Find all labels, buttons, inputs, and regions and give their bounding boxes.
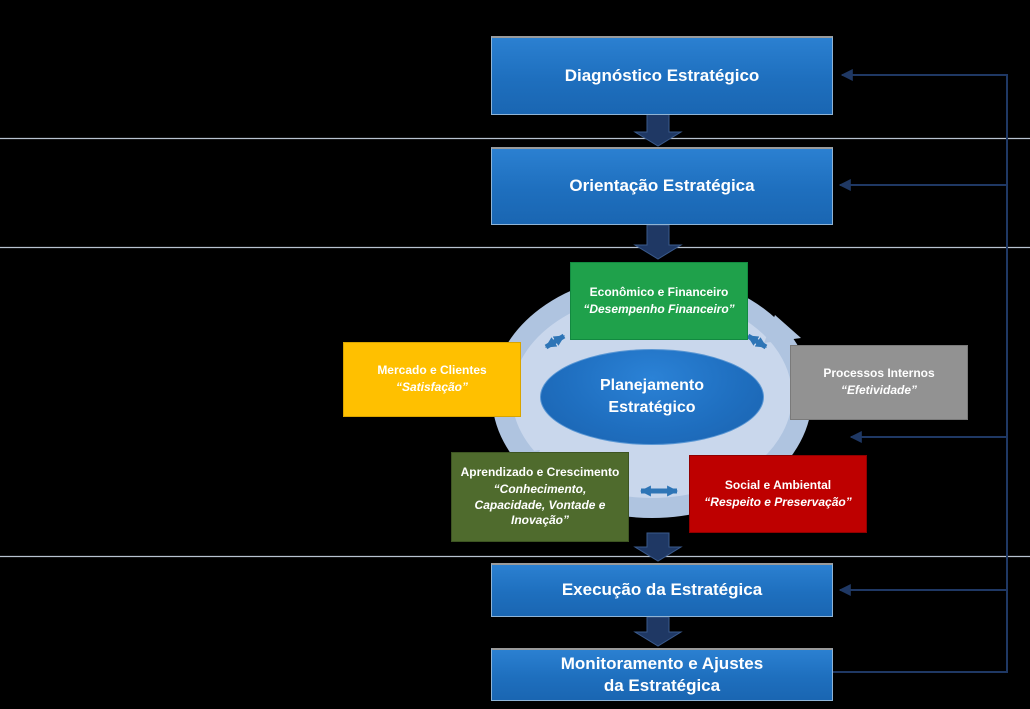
section-divider-lines: [0, 137, 1030, 558]
perspective-title: Aprendizado e Crescimento: [460, 465, 620, 480]
orientacao-label: Orientação Estratégica: [569, 176, 755, 196]
down-arrow-icon: [633, 616, 683, 647]
perspective-quote: “Desempenho Financeiro”: [583, 301, 735, 316]
monitoramento-ajustes-box: Monitoramento e Ajustes da Estratégica: [491, 648, 833, 701]
center-label-line1: Planejamento: [599, 377, 705, 395]
center-label-line2: Estratégico: [608, 399, 696, 416]
perspective-processos-internos-box: Processos Internos “Efetividade”: [790, 345, 968, 420]
diagnostico-label: Diagnóstico Estratégico: [564, 65, 760, 85]
down-arrow-icon: [633, 224, 683, 260]
perspective-title: Processos Internos: [823, 366, 935, 381]
perspective-quote: “Conhecimento, Capacidade, Vontade e Ino…: [474, 482, 606, 528]
perspective-quote: “Respeito e Preservação”: [704, 494, 852, 509]
perspective-title: Mercado e Clientes: [377, 363, 487, 378]
perspective-economico-financeiro-box: Econômico e Financeiro “Desempenho Finan…: [570, 262, 748, 340]
monitoramento-label-line1: Monitoramento e Ajustes: [560, 653, 764, 673]
execucao-estrategica-box: Execução da Estratégica: [491, 563, 833, 617]
perspective-social-ambiental-box: Social e Ambiental “Respeito e Preservaç…: [689, 455, 867, 533]
perspective-title: Social e Ambiental: [724, 477, 832, 492]
monitoramento-label-line2: da Estratégica: [603, 676, 721, 695]
perspective-quote: “Satisfação”: [395, 380, 469, 395]
orientacao-estrategica-box: Orientação Estratégica: [491, 147, 833, 225]
perspective-quote: “Efetividade”: [840, 383, 918, 398]
down-arrow-icons: [633, 113, 683, 647]
planejamento-estrategico-ellipse: Planejamento Estratégico: [540, 349, 764, 445]
perspective-aprendizado-crescimento-box: Aprendizado e Crescimento “Conhecimento,…: [451, 452, 629, 542]
down-arrow-icon: [633, 532, 683, 562]
perspective-title: Econômico e Financeiro: [589, 284, 729, 299]
feedback-loop-line: [833, 69, 1008, 673]
double-arrow-icons: [544, 333, 768, 497]
down-arrow-icon: [633, 113, 683, 147]
perspective-mercado-clientes-box: Mercado e Clientes “Satisfação”: [343, 342, 521, 417]
diagnostico-estrategico-box: Diagnóstico Estratégico: [491, 36, 833, 115]
execucao-label: Execução da Estratégica: [561, 580, 763, 600]
